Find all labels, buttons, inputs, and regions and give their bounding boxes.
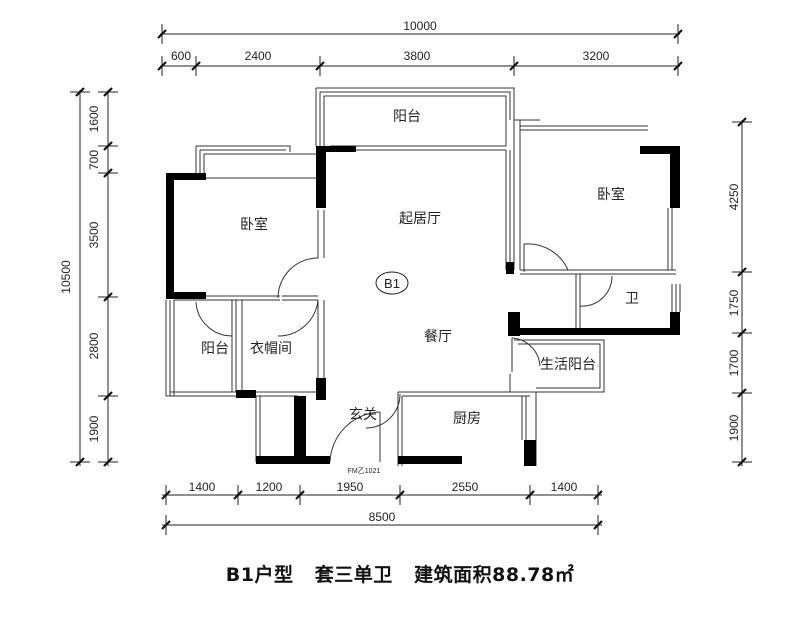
unit-marker-label: B1 — [384, 276, 400, 291]
dim-left-5: 1900 — [87, 415, 101, 442]
room-label-cloakroom: 衣帽间 — [250, 341, 292, 357]
dim-top-1: 600 — [171, 49, 191, 63]
dim-top-3: 3800 — [404, 49, 431, 63]
room-label-bedroom-right: 卧室 — [597, 186, 625, 203]
room-label-balcony-left: 阳台 — [201, 341, 229, 357]
thin-walls — [165, 87, 681, 466]
dim-top-total: 10000 — [403, 19, 437, 33]
plan-caption: B1户型 套三单卫 建筑面积88.78㎡ — [225, 564, 575, 586]
dim-bottom-4: 2550 — [452, 480, 479, 494]
dim-right-4: 1900 — [727, 414, 741, 441]
structural-walls — [166, 146, 680, 466]
room-label-bedroom-left: 卧室 — [240, 216, 268, 233]
door-swings — [195, 243, 613, 463]
dimension-ticks — [75, 29, 747, 530]
door-code-label: FM乙1021 — [348, 467, 381, 475]
unit-marker-ellipse — [375, 271, 409, 295]
dim-bottom-3: 1950 — [337, 480, 364, 494]
dim-top-4: 3200 — [583, 49, 610, 63]
dim-bottom-total: 8500 — [369, 510, 396, 524]
dim-bottom-2: 1200 — [256, 480, 283, 494]
dim-right-2: 1750 — [727, 289, 741, 316]
room-label-kitchen: 厨房 — [453, 411, 481, 427]
dim-top-2: 2400 — [245, 49, 272, 63]
dim-bottom-1: 1400 — [189, 480, 216, 494]
room-label-bathroom: 卫 — [625, 291, 639, 307]
dim-right-1: 4250 — [727, 183, 741, 210]
dim-left-total: 10500 — [59, 260, 73, 294]
dim-right-3: 1700 — [727, 349, 741, 376]
dim-bottom-5: 1400 — [551, 480, 578, 494]
floor-plan: 10000 600 2400 3800 3200 1400 1200 1950 … — [59, 19, 752, 535]
dim-left-2: 700 — [87, 150, 101, 170]
dim-left-3: 3500 — [87, 221, 101, 248]
room-label-service-balcony: 生活阳台 — [540, 357, 596, 373]
dim-left-4: 2800 — [87, 332, 101, 359]
room-label-dining-room: 餐厅 — [424, 329, 452, 345]
dim-left-1: 1600 — [87, 105, 101, 132]
room-label-balcony-top: 阳台 — [393, 109, 421, 125]
room-label-living-room: 起居厅 — [399, 211, 441, 227]
room-label-entrance: 玄关 — [349, 406, 377, 423]
